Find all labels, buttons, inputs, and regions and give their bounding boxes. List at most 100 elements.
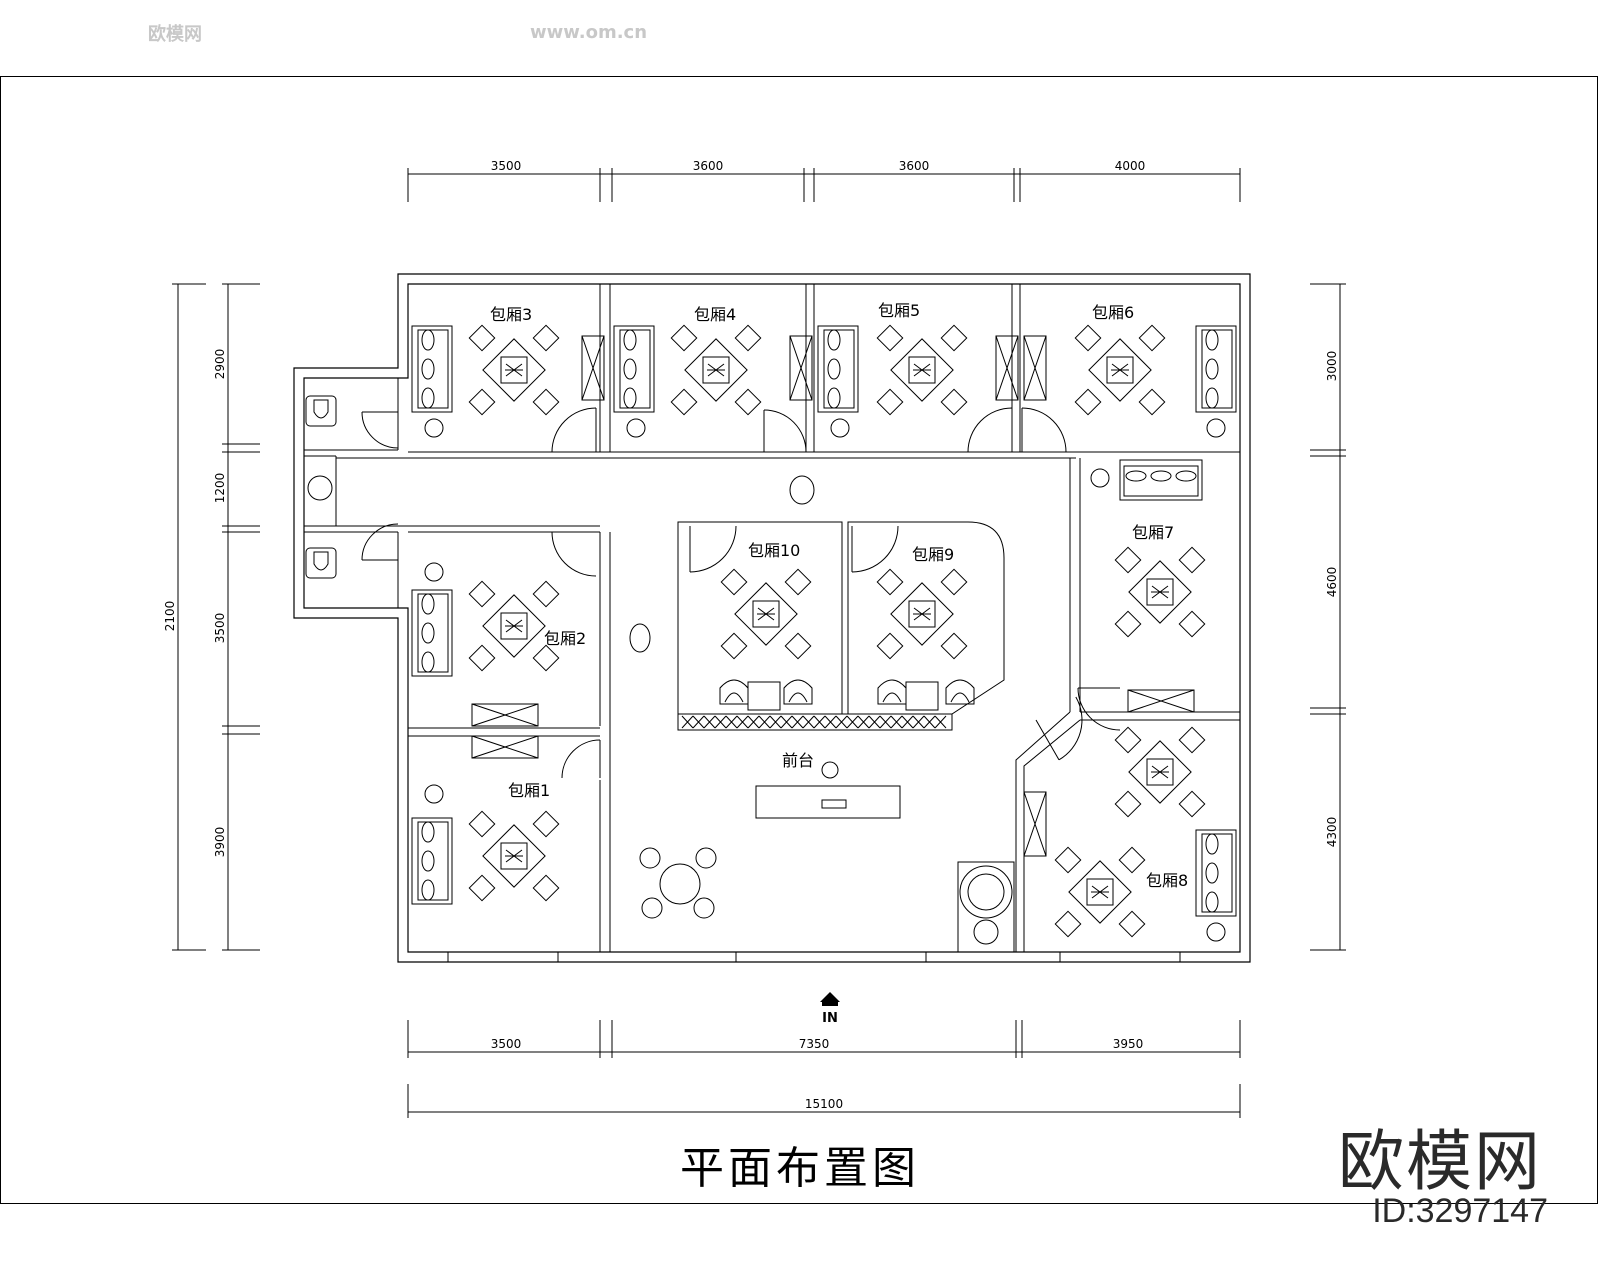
cushion-icon — [1175, 470, 1197, 482]
rail-hatch — [758, 715, 771, 729]
sofa-icon — [411, 325, 453, 413]
room-label-3: 包厢3 — [490, 305, 532, 324]
cabinet-icon — [581, 335, 605, 401]
chair-icon — [1114, 726, 1142, 754]
sofa-frame — [411, 325, 453, 413]
chair-icon — [940, 324, 968, 352]
dim-left-2: 1200 — [213, 473, 227, 504]
dim-right-2: 4600 — [1325, 567, 1339, 598]
rail-hatch — [714, 715, 727, 729]
armchair-seat — [788, 692, 808, 703]
plant-icon — [830, 418, 850, 438]
door-arc — [361, 411, 399, 449]
chair-icon — [468, 810, 496, 838]
chair-icon — [693, 897, 715, 919]
rail-hatch — [879, 715, 892, 729]
plant-icon — [424, 784, 444, 804]
mahjong-table-icon — [876, 568, 968, 660]
sofa-icon — [411, 817, 453, 905]
sofa-icon — [1195, 829, 1237, 917]
plant-icon — [967, 873, 1005, 911]
drawing-title: 平面布置图 — [680, 1143, 920, 1194]
door-swing-icon — [1021, 407, 1067, 453]
table-inner — [1146, 758, 1174, 786]
door-swing-icon — [551, 531, 597, 577]
mahjong-table-icon — [1114, 726, 1206, 818]
rail-hatch — [681, 715, 694, 729]
table-inner — [702, 356, 730, 384]
table-inner — [1146, 578, 1174, 606]
cushion-icon — [421, 821, 435, 843]
rail-hatch — [703, 715, 716, 729]
door-swing-icon — [1077, 687, 1121, 731]
dimension-labels: 3500 3600 3600 4000 3500 7350 3950 15100… — [163, 159, 1339, 1111]
cushion-icon — [1125, 470, 1147, 482]
cabinet-cross — [471, 703, 539, 727]
cushion-icon — [1205, 891, 1219, 913]
sofa-seat — [619, 329, 651, 409]
cabinet-icon — [789, 335, 813, 401]
dim-left-3: 3500 — [213, 613, 227, 644]
plant-stand-icon — [957, 861, 1015, 953]
cushion-icon — [1205, 862, 1219, 884]
table-inner — [908, 356, 936, 384]
room-label-9: 包厢9 — [912, 545, 954, 564]
sofa-seat — [417, 821, 449, 901]
chair-icon — [784, 568, 812, 596]
rail-hatch — [769, 715, 782, 729]
chair-icon — [1054, 910, 1082, 938]
reception-label: 前台 — [782, 751, 814, 770]
toilet-icon — [305, 547, 337, 579]
cabinet-icon — [1023, 791, 1047, 857]
door-swing-icon — [1035, 696, 1083, 761]
chair-icon — [1054, 846, 1082, 874]
watermark-brand: 欧模网 — [148, 23, 202, 45]
chair-icon — [670, 324, 698, 352]
door-leaf — [1035, 719, 1060, 761]
table-pattern — [1111, 363, 1129, 377]
dim-top-2: 3600 — [693, 159, 724, 173]
cabinet-cross — [1023, 791, 1047, 857]
sofa-seat — [417, 329, 449, 409]
table-inner — [908, 600, 936, 628]
sofa-seat — [823, 329, 855, 409]
sofa-seat — [417, 593, 449, 673]
toilet-frame — [305, 547, 337, 579]
sofa-frame — [613, 325, 655, 413]
rail-hatch — [780, 715, 793, 729]
cabinet-cross — [1127, 689, 1195, 713]
chair-icon — [670, 388, 698, 416]
sofa-icon — [411, 589, 453, 677]
dim-left-total: 2100 — [163, 601, 177, 632]
cushion-icon — [1205, 358, 1219, 380]
cushion-icon — [623, 387, 637, 409]
cabinet-frame — [1023, 335, 1047, 401]
table-top — [890, 338, 954, 402]
door-arc — [967, 407, 1013, 453]
sofa-frame — [1119, 459, 1203, 501]
door-arc — [763, 409, 807, 453]
table-top — [734, 582, 798, 646]
cabinet-cross — [995, 335, 1019, 401]
dim-top-1: 3500 — [491, 159, 522, 173]
table-inner — [500, 612, 528, 640]
chair-icon — [784, 632, 812, 660]
table-top — [1088, 338, 1152, 402]
cabinet-frame — [789, 335, 813, 401]
cushion-icon — [421, 387, 435, 409]
cushion-icon — [827, 387, 841, 409]
watermarks: 欧模网 www.om.cn — [148, 22, 647, 45]
dim-right-3: 4300 — [1325, 817, 1339, 848]
table-top — [482, 824, 546, 888]
dim-right-1: 3000 — [1325, 351, 1339, 382]
chair-icon — [532, 644, 560, 672]
door-swing-icon — [361, 411, 399, 449]
rail-hatch — [846, 715, 859, 729]
keyboard-icon — [821, 799, 847, 809]
cushion-icon — [623, 329, 637, 351]
table-top — [1068, 860, 1132, 924]
dimension-lines — [172, 168, 1346, 1118]
chair-icon — [1114, 546, 1142, 574]
room-label-7: 包厢7 — [1132, 523, 1174, 542]
sofa-icon — [613, 325, 655, 413]
